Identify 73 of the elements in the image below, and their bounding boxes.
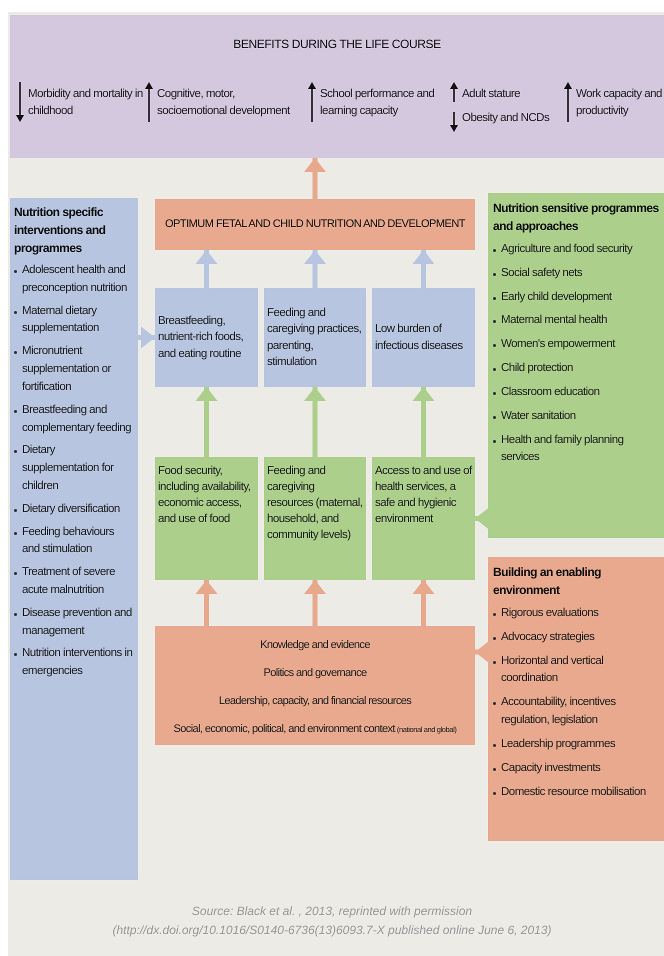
source-caption: Source: Black et al. , 2013, reprinted with permission (http://dx.doi.org/10.1016/S0140-6736(13)6093.7-X published online June 6, 2013)	[112, 903, 552, 940]
list-item: Dietary supplementation for children	[22, 443, 115, 494]
box-text: Feeding and caregiving practices, parenting, stimulation	[267, 306, 362, 370]
arrow	[412, 250, 434, 288]
list-item: Health and family planning services	[501, 432, 625, 466]
list-item: Maternal dietary supplementation	[22, 304, 100, 336]
list-item: Capacity investments	[501, 760, 600, 776]
box-text: Feeding and caregiving resources (maternal, household, and community levels)	[267, 464, 363, 544]
list-item: Accountability, incentives regulation, legislation	[501, 695, 617, 728]
benefit-label: Cognitive, motor, socioemotional development	[157, 87, 292, 120]
arrow	[196, 580, 218, 626]
list-item: Feeding behaviours and stimulation	[22, 524, 116, 558]
list-item: Classroom education	[501, 384, 600, 400]
benefit-label: Morbidity and mortality in childhood	[28, 87, 144, 120]
arrow	[304, 158, 326, 199]
panel-heading: BENEFITS DURING THE LIFE COURSE	[233, 36, 441, 53]
box-text: OPTIMUM FETAL AND CHILD NUTRITION AND DEVELOPMENT	[164, 217, 466, 232]
determinant-box	[372, 288, 475, 387]
arrow	[412, 580, 434, 626]
box-text: Low burden of infectious diseases	[375, 322, 464, 354]
list-item: Treatment of severe acute malnutrition	[22, 565, 116, 598]
list-item: Advocacy strategies	[501, 630, 594, 645]
arrow	[304, 387, 326, 457]
panel-heading: Nutrition specific interventions and programmes	[14, 204, 107, 257]
benefit-label: School performance and learning capacity	[320, 87, 436, 120]
programme-panel	[488, 193, 664, 538]
list-item: Rigorous evaluations	[501, 606, 598, 621]
box-text: Social, economic, political, and environment context	[174, 723, 395, 736]
arrow	[304, 580, 326, 626]
box-text: Access to and use of health services, a safe and hygienic environment	[375, 464, 472, 528]
list-item: Nutrition interventions in emergencies	[22, 646, 134, 680]
arrow	[475, 508, 489, 530]
determinant-box	[155, 288, 258, 387]
list-item: Women's empowerment	[501, 337, 615, 352]
list-item: Social safety nets	[501, 266, 582, 281]
determinant-box	[155, 457, 258, 580]
list-item: Early child development	[501, 290, 612, 305]
list-item: Domestic resource mobilisation	[501, 784, 646, 800]
list-item: Adolescent health and preconception nutrition	[22, 263, 128, 296]
arrow	[196, 250, 218, 288]
list-item: Child protection	[501, 361, 573, 376]
arrow	[475, 641, 489, 663]
list-item: Leadership programmes	[501, 736, 616, 752]
determinant-box	[372, 457, 475, 580]
benefit-label: Obesity and NCDs	[462, 111, 550, 126]
list-item: Agriculture and food security	[501, 242, 632, 257]
box-text: Politics and governance	[264, 666, 366, 679]
list-item: Horizontal and vertical coordination	[501, 654, 604, 686]
arrow	[196, 387, 218, 457]
panel-heading: Building an enabling environment	[493, 564, 602, 599]
benefit-label: Adult stature	[462, 87, 522, 102]
panel-heading: Nutrition sensitive programmes and approaches	[493, 200, 659, 235]
benefit-label: Work capacity and productivity	[576, 87, 663, 120]
list-item: Maternal mental health	[501, 313, 607, 328]
list-item: Disease prevention and management	[22, 606, 133, 639]
box-text: Food security, including availability, economic access, and use of food	[158, 464, 252, 528]
arrow	[138, 326, 155, 348]
list-item: Micronutrient supplementation or fortification	[22, 344, 112, 395]
context-box	[155, 626, 475, 745]
list-item: Dietary diversification	[22, 502, 120, 517]
box-text: Knowledge and evidence	[260, 638, 370, 651]
box-text: Breastfeeding, nutrient-rich foods, and eating routine	[158, 314, 244, 362]
arrow	[304, 250, 326, 288]
list-item: Breastfeeding and complementary feeding	[22, 402, 132, 436]
programme-panel	[488, 557, 664, 841]
list-item: Water sanitation	[501, 408, 576, 424]
determinant-box	[264, 288, 366, 387]
benefits-panel	[10, 15, 664, 158]
arrow	[412, 387, 434, 457]
outcome-box	[155, 199, 475, 250]
determinant-box	[264, 457, 366, 580]
box-text: Leadership, capacity, and financial resources	[218, 695, 412, 707]
programme-panel	[10, 198, 138, 880]
